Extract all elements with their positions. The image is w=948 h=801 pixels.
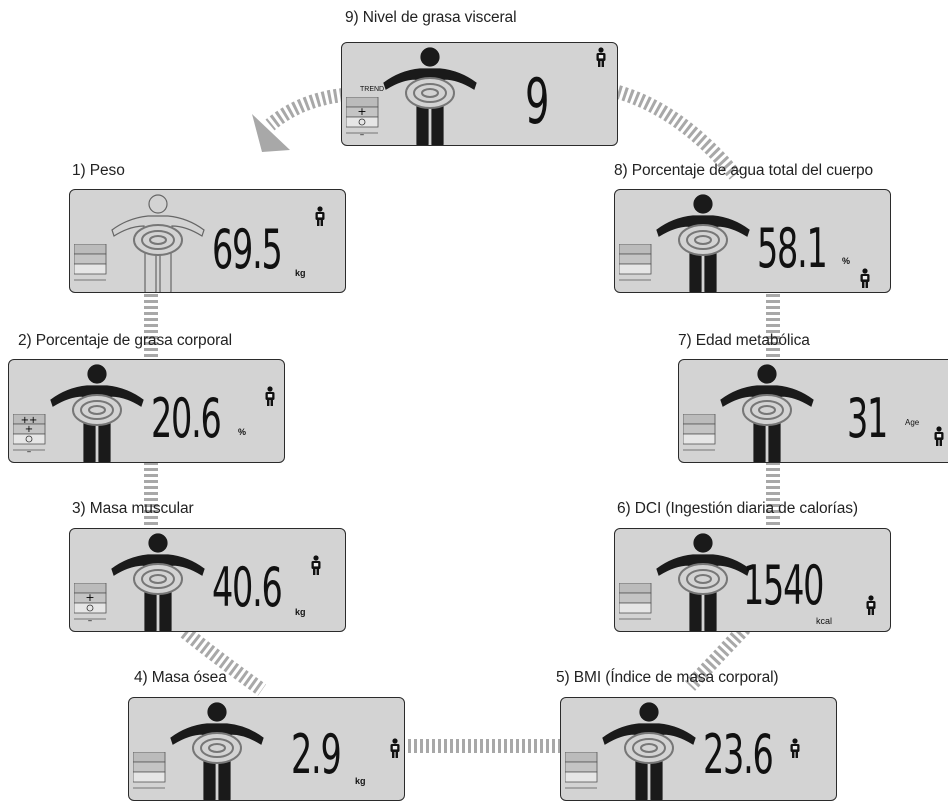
reading-value: 69.5 <box>212 218 282 281</box>
lcd-panel-grasa: +++– 20.6 % <box>8 359 285 463</box>
unit-label: % <box>842 256 850 266</box>
reading-value: 9 <box>525 65 548 138</box>
reading-value: 20.6 <box>151 387 221 450</box>
unit-label: kg <box>295 268 306 278</box>
arrowhead-icon <box>252 114 290 152</box>
svg-text:+: + <box>25 424 33 435</box>
lcd-panel-visceral: + – TREND 9 <box>341 42 618 146</box>
lcd-panel-bmi: 23.6 <box>560 697 837 801</box>
lcd-panel-edad: 31 Age <box>678 359 948 463</box>
caption-visceral: 9) Nivel de grasa visceral <box>345 9 516 27</box>
svg-text:+: + <box>85 591 94 604</box>
unit-label: kg <box>355 776 366 786</box>
lcd-panel-agua: 58.1 % <box>614 189 891 293</box>
unit-label: Age <box>905 418 919 427</box>
caption-osea: 4) Masa ósea <box>134 669 227 687</box>
reading-value: 1540 <box>743 554 823 617</box>
svg-text:–: – <box>360 130 365 139</box>
svg-text:+: + <box>357 105 366 118</box>
lcd-panel-osea: 2.9 kg <box>128 697 405 801</box>
unit-label: kg <box>295 607 306 617</box>
caption-agua: 8) Porcentaje de agua total del cuerpo <box>614 162 873 180</box>
caption-dci: 6) DCI (Ingestión diaria de calorías) <box>617 500 858 518</box>
reading-value: 40.6 <box>212 556 282 619</box>
lcd-panel-peso: 69.5 kg <box>69 189 346 293</box>
reading-value: 58.1 <box>757 217 827 280</box>
caption-muscular: 3) Masa muscular <box>72 500 194 518</box>
reading-value: 2.9 <box>291 723 341 786</box>
reading-value: 31 <box>847 387 887 450</box>
unit-label: % <box>238 427 246 437</box>
reading-value: 23.6 <box>703 723 773 786</box>
caption-edad: 7) Edad metabólica <box>678 332 810 350</box>
caption-bmi: 5) BMI (Índice de masa corporal) <box>556 669 779 687</box>
svg-text:–: – <box>27 447 32 456</box>
trend-label: TREND <box>360 86 384 93</box>
caption-grasa: 2) Porcentaje de grasa corporal <box>18 332 232 350</box>
lcd-panel-dci: 1540 kcal <box>614 528 891 632</box>
svg-text:–: – <box>88 616 93 625</box>
unit-label: kcal <box>816 616 832 626</box>
lcd-panel-muscular: + – 40.6 kg <box>69 528 346 632</box>
caption-peso: 1) Peso <box>72 162 125 180</box>
